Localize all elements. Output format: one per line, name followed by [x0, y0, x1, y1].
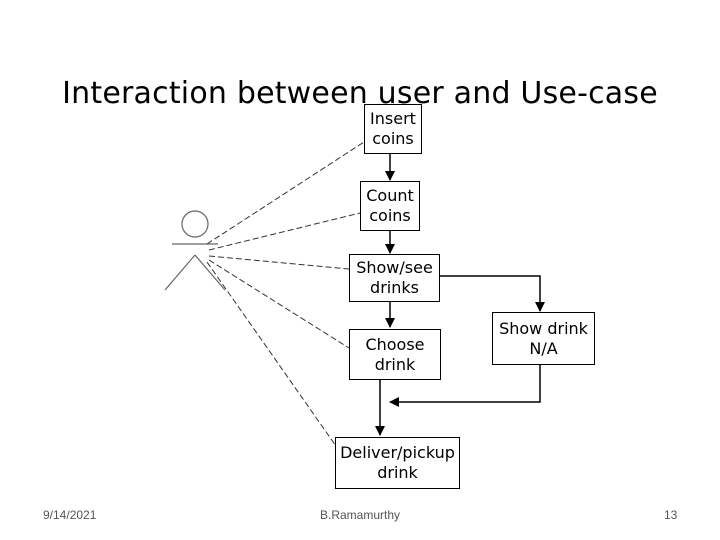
association-insert-coins	[206, 141, 365, 245]
use-case-count-coins: Count coins	[360, 181, 420, 231]
association-choose-drink	[208, 259, 350, 349]
association-deliver-pickup	[206, 261, 351, 467]
flow-show-to-na	[440, 275, 545, 312]
flow-na-to-deliver	[389, 365, 541, 407]
use-case-show-see-drinks: Show/see drinks	[349, 254, 440, 302]
slide-title: Interaction between user and Use-case	[62, 76, 658, 111]
actor-leg-left	[164, 254, 196, 291]
use-case-deliver-pickup: Deliver/pickup drink	[335, 437, 460, 489]
footer-page-number: 13	[664, 508, 678, 522]
use-case-choose-drink: Choose drink	[349, 329, 441, 380]
use-case-show-drink-na: Show drink N/A	[492, 312, 595, 365]
use-case-insert-coins: Insert coins	[364, 104, 422, 154]
actor-user	[164, 210, 226, 291]
association-show-see-drinks	[208, 255, 350, 270]
footer-date: 9/14/2021	[43, 508, 97, 522]
actor-leg-right	[194, 254, 226, 291]
association-count-coins	[208, 212, 361, 251]
footer-author: B.Ramamurthy	[320, 508, 401, 522]
actor-head	[181, 210, 209, 238]
